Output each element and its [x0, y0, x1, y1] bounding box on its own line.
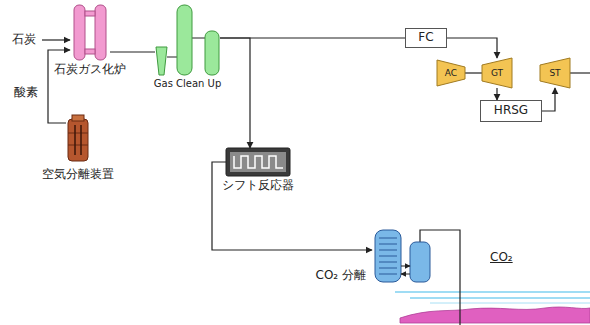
hrsg-box: HRSG: [480, 100, 542, 122]
gas-turbine-symbol: GT: [482, 58, 512, 88]
box-label: GT: [491, 68, 503, 78]
air-separation-unit-outline: [66, 115, 90, 165]
sea-surface: [395, 291, 590, 293]
label-holder: CO₂ 分離: [316, 269, 366, 283]
generator-shaft: [570, 72, 590, 74]
flow-connector: [447, 38, 497, 58]
unit-label: 空気分離装置: [42, 168, 114, 182]
gas-cleanup-unit-outline: [155, 5, 220, 75]
unit-label: Gas Clean Up: [154, 78, 222, 90]
gasifier: 石炭ガス化炉: [70, 5, 110, 60]
flow-connector: [220, 38, 250, 148]
shift-reactor: シフト反応器: [226, 148, 290, 176]
label-holder: 空気分離装置: [42, 168, 114, 182]
feed-label: 酸素: [14, 84, 38, 101]
shift-reactor-outline: [226, 148, 290, 176]
gas-cleanup-unit: Gas Clean Up: [155, 5, 220, 75]
co2-separation-columns-outline: [372, 228, 434, 283]
flow-connector: [542, 88, 555, 111]
label-holder: 石炭ガス化炉: [54, 63, 126, 77]
output-label: CO₂: [490, 250, 513, 264]
air-separation-unit: 空気分離装置: [66, 115, 90, 165]
flow-connector: [110, 51, 155, 52]
box-label: FC: [418, 31, 433, 45]
coal-feed-line: [42, 39, 70, 40]
seabed-layer: [400, 307, 590, 323]
fuel-cell-box: FC: [405, 28, 447, 48]
label-holder: シフト反応器: [222, 179, 294, 193]
unit-label: シフト反応器: [222, 179, 294, 193]
flow-connector: [48, 50, 70, 123]
box-label: HRSG: [494, 104, 528, 118]
feed-label: 石炭: [12, 31, 36, 48]
steam-turbine-symbol: ST: [540, 58, 570, 88]
sea-surface: [410, 297, 590, 299]
gasifier-outline: [70, 5, 110, 60]
flow-connector: [496, 88, 497, 100]
box-label: AC: [445, 68, 457, 78]
compressor-symbol: AC: [437, 60, 465, 86]
co2-separation-columns: CO₂ 分離: [372, 228, 434, 283]
unit-label: CO₂ 分離: [316, 269, 366, 283]
sea-surface: [430, 303, 590, 304]
flow-connector: [465, 72, 482, 73]
unit-label: 石炭ガス化炉: [54, 63, 126, 77]
box-label: ST: [549, 68, 560, 78]
label-holder: Gas Clean Up: [154, 78, 222, 90]
